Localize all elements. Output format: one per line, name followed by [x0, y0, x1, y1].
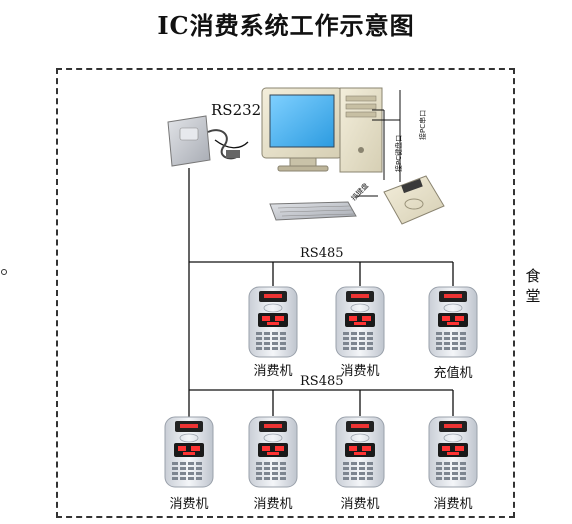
pc-keyboard-port-label: 接PC键盘口: [395, 134, 403, 172]
device-label-r2-3: 消费机: [340, 497, 380, 512]
terminal-r2-4-icon: [428, 416, 478, 488]
terminal-r1-2-icon: [335, 286, 385, 358]
device-label-r2-1: 消费机: [169, 497, 209, 512]
device-label-r2-2: 消费机: [253, 497, 293, 512]
small-circle-marker: [1, 269, 7, 275]
device-label-r2-4: 消费机: [433, 497, 473, 512]
terminal-r2-2-icon: [248, 416, 298, 488]
pc-serial-port-label: 接PC串口: [419, 109, 427, 140]
device-label-r1-2: 消费机: [340, 364, 380, 379]
terminal-r2-3-icon: [335, 416, 385, 488]
pc-connection-arrows: [356, 90, 401, 197]
pc-tower-icon: [339, 87, 383, 173]
rs485-top-label: RS485: [300, 246, 344, 261]
device-label-r1-3: 充值机: [433, 366, 473, 381]
terminal-r1-3-icon: [428, 286, 478, 358]
diagram-title: IC消费系统工作示意图: [157, 11, 415, 40]
terminal-r1-1-icon: [248, 286, 298, 358]
bus-lines: [188, 139, 454, 418]
canteen-boundary: [56, 68, 515, 518]
device-label-r1-1: 消费机: [253, 364, 293, 379]
rs485-bottom-label: RS485: [300, 374, 344, 389]
card-reader-icon: [383, 175, 445, 225]
canteen-label: 食堂: [525, 267, 541, 305]
keyboard-icon: [269, 201, 357, 221]
rs232-label: RS232: [211, 101, 262, 119]
pc-monitor-icon: [261, 87, 343, 172]
rs232-adapter-icon: [167, 115, 240, 167]
terminal-r2-1-icon: [164, 416, 214, 488]
